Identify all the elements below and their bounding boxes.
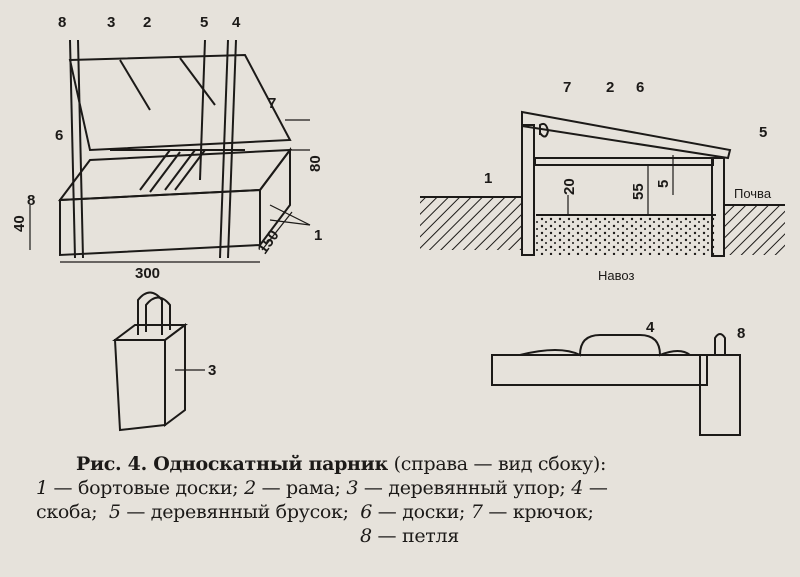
item-number: 6 [360, 501, 373, 523]
item-number: 5 [108, 501, 121, 523]
manure-label: Навоз [598, 268, 634, 283]
item-text: — деревянный упор; [363, 477, 566, 499]
label-1: 1 [314, 227, 322, 244]
label-3: 3 [107, 14, 115, 31]
label-6: 6 [55, 127, 63, 144]
side-label-6: 6 [636, 79, 644, 96]
dim-300: 300 [135, 265, 160, 282]
item-text: — деревянный брусок; [126, 501, 349, 523]
figure-drawing: 8 3 2 5 4 7 6 8 1 80 40 300 150 3 [11, 14, 785, 436]
item-text: — крючок; [488, 501, 594, 523]
label-7: 7 [268, 95, 276, 112]
label-8: 8 [58, 14, 66, 31]
item-text: — доски; [377, 501, 466, 523]
caption-subtitle: (справа — вид сбоку): [393, 453, 607, 475]
item-number: 1 [36, 477, 48, 499]
detail-label-4: 4 [646, 319, 655, 336]
stake-detail: 3 [112, 291, 216, 432]
dim-20: 20 [561, 178, 578, 195]
item-text: — [588, 477, 608, 499]
dim-80: 80 [307, 155, 324, 172]
hinge-detail: 4 8 [491, 319, 745, 436]
soil-label: Почва [734, 186, 772, 201]
side-label-7: 7 [563, 79, 571, 96]
label-4: 4 [232, 14, 241, 31]
caption-title: Рис. 4. Односкатный парник [76, 453, 388, 475]
perspective-view: 8 3 2 5 4 7 6 8 1 80 40 300 150 [11, 14, 324, 282]
item-text: скоба; [36, 501, 98, 523]
item-number: 4 [571, 477, 584, 499]
dim-5: 5 [655, 180, 672, 188]
item-number: 7 [470, 501, 483, 523]
side-label-5: 5 [759, 124, 767, 141]
dim-40: 40 [11, 215, 28, 232]
item-text: — петля [377, 525, 460, 547]
side-view: 7 2 6 5 1 20 55 5 Почва Навоз [420, 79, 785, 283]
side-label-2: 2 [606, 79, 614, 96]
side-label-1: 1 [484, 170, 492, 187]
dim-55: 55 [630, 183, 647, 200]
detail-label-8: 8 [737, 325, 745, 342]
dim-150: 150 [254, 227, 282, 257]
label-8b: 8 [27, 192, 35, 209]
label-2: 2 [143, 14, 151, 31]
item-text: — бортовые доски; [53, 477, 239, 499]
item-number: 8 [360, 525, 372, 547]
item-text: — рама; [261, 477, 341, 499]
item-number: 3 [346, 477, 359, 499]
stake-label-3: 3 [208, 362, 216, 379]
item-number: 2 [244, 477, 256, 499]
label-5: 5 [200, 14, 208, 31]
